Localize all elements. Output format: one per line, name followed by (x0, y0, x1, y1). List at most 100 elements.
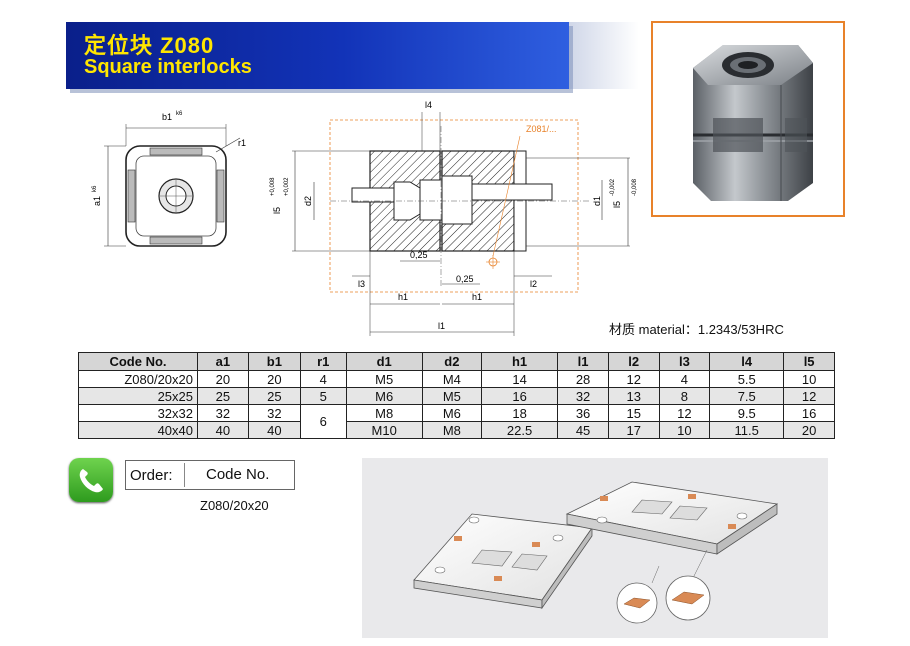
table-row: 25x25 25 25 5 M6 M5 16 32 13 8 7.5 12 (78, 387, 835, 405)
cell-l4: 11.5 (709, 421, 785, 439)
cell-code: 25x25 (78, 387, 198, 405)
material-note: 材质 material：1.2343/53HRC (609, 322, 784, 337)
top-view (104, 124, 241, 247)
label-tol-left-bot: +0,002 (284, 177, 290, 196)
spec-table: Code No. a1 b1 r1 d1 d2 h1 l1 l2 l3 l4 l… (78, 352, 835, 439)
header-d1: d1 (345, 352, 423, 371)
label-gap-bottom: 0,25 (456, 274, 474, 284)
cell-a1: 25 (197, 387, 249, 405)
cell-a1: 20 (197, 370, 249, 388)
label-l5-right: l5 (612, 201, 622, 208)
cell-l3: 8 (658, 387, 711, 405)
label-d2: d2 (303, 196, 313, 206)
label-tol-right-bot: -0,008 (632, 178, 638, 196)
cell-h1: 22.5 (480, 421, 559, 439)
mold-plates-drawing (413, 481, 779, 624)
order-code-label: Code No. (206, 466, 270, 483)
title-banner: 定位块 Z080 Square interlocks (66, 22, 569, 89)
label-z081: Z081/... (526, 124, 557, 134)
mold-illustration (362, 458, 828, 638)
cell-r1: 6 (300, 404, 347, 439)
label-h1-left: h1 (398, 292, 408, 302)
label-l2: l2 (530, 279, 537, 289)
cell-d2: M4 (421, 370, 482, 388)
table-row: 32x32 32 32 6 M8 M6 18 36 15 12 9.5 16 (78, 404, 835, 439)
cell-d2: M5 (421, 387, 482, 405)
cell-r1: 5 (300, 387, 347, 405)
label-r1: r1 (238, 138, 246, 148)
label-b1-k6: k6 (176, 111, 183, 117)
header-code-no: Code No. (78, 352, 198, 371)
cell-l3: 10 (658, 421, 711, 439)
header-r1: r1 (300, 352, 347, 371)
phone-handset-icon (79, 469, 103, 493)
header-h1: h1 (480, 352, 559, 371)
label-l5-left: l5 (272, 207, 282, 214)
header-l1: l1 (557, 352, 609, 371)
table-header-row: Code No. a1 b1 r1 d1 d2 h1 l1 l2 l3 l4 l… (78, 352, 835, 371)
cell-l5: 16 (783, 404, 835, 422)
header-l5: l5 (783, 352, 835, 371)
cell-h1: 18 (480, 404, 559, 422)
cell-d1: M6 (345, 387, 423, 405)
cell-code: 40x40 (78, 421, 198, 439)
label-b1: b1 (162, 112, 172, 122)
header-l3: l3 (658, 352, 711, 371)
cell-l5: 10 (783, 370, 835, 388)
cell-d2: M8 (421, 421, 482, 439)
order-label: Order: (130, 467, 173, 484)
plate-right (565, 481, 779, 555)
section-view (292, 112, 630, 336)
cell-l2: 13 (607, 387, 660, 405)
cell-l1: 45 (557, 421, 609, 439)
title-chinese: 定位块 Z080 (84, 33, 215, 58)
cell-l3: 12 (658, 404, 711, 422)
cell-b1: 32 (247, 404, 302, 422)
label-tol-left-top: +0,008 (270, 177, 276, 196)
label-a1-k6: k6 (92, 185, 98, 192)
order-divider (184, 463, 185, 487)
header-a1: a1 (197, 352, 249, 371)
product-photo (651, 21, 845, 217)
cell-code: 32x32 (78, 404, 198, 422)
cell-l1: 32 (557, 387, 609, 405)
cell-b1: 25 (247, 387, 302, 405)
label-gap-top: 0,25 (410, 250, 428, 260)
cell-l1: 36 (557, 404, 609, 422)
detail-callouts (616, 549, 711, 624)
cell-l5: 20 (783, 421, 835, 439)
header-d2: d2 (421, 352, 482, 371)
label-h1-right: h1 (472, 292, 482, 302)
cell-d1: M5 (345, 370, 423, 388)
interlock-photo (693, 45, 813, 201)
cell-l4: 7.5 (709, 387, 785, 405)
plate-left (413, 513, 593, 610)
cell-d1: M10 (345, 421, 423, 439)
label-l1: l1 (438, 321, 445, 331)
phone-icon[interactable] (69, 458, 113, 502)
cell-a1: 32 (197, 404, 249, 422)
cell-b1: 20 (247, 370, 302, 388)
order-box: Order: Code No. (125, 460, 295, 490)
cell-l2: 12 (607, 370, 660, 388)
technical-drawing: b1 k6 a1 k6 r1 (92, 100, 638, 336)
cell-h1: 16 (480, 387, 559, 405)
title-english: Square interlocks (84, 56, 252, 78)
cell-r1: 4 (300, 370, 347, 388)
cell-d1: M8 (345, 404, 423, 422)
header-l2: l2 (607, 352, 660, 371)
label-tol-right-top: -0,002 (610, 178, 616, 196)
cell-a1: 40 (197, 421, 249, 439)
cell-h1: 14 (480, 370, 559, 388)
cell-l3: 4 (658, 370, 711, 388)
cell-d2: M6 (421, 404, 482, 422)
cell-code: Z080/20x20 (78, 370, 198, 388)
label-l3: l3 (358, 279, 365, 289)
order-example: Z080/20x20 (200, 498, 269, 513)
cell-l2: 17 (607, 421, 660, 439)
table-row: 40x40 40 40 M10 M8 22.5 45 17 10 11.5 20 (78, 421, 835, 439)
cell-b1: 40 (247, 421, 302, 439)
label-l4: l4 (425, 100, 432, 110)
header-l4: l4 (709, 352, 785, 371)
cell-l5: 12 (783, 387, 835, 405)
